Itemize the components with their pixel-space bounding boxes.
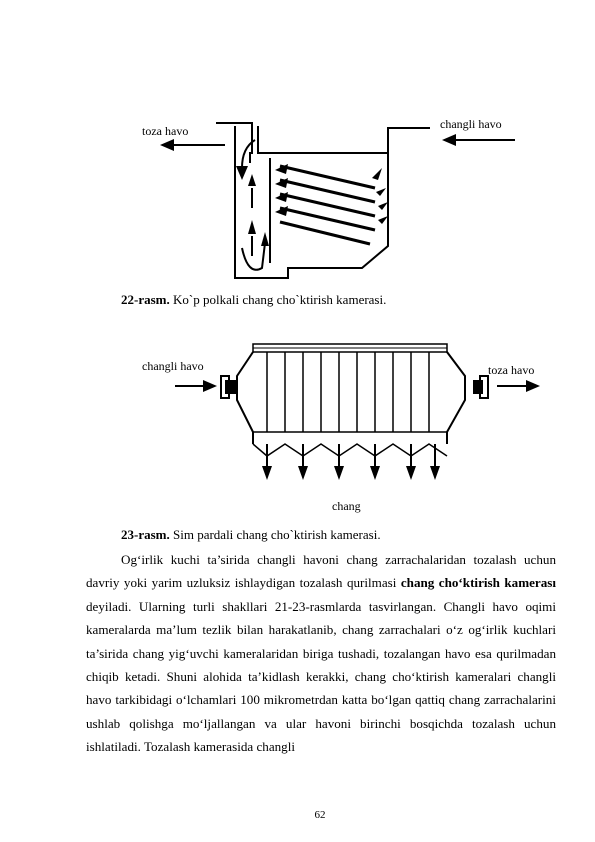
paragraph-text-1: Og‘irlik kuchi ta’sirida changli havoni …: [86, 552, 556, 591]
figure-23-number: 23-rasm.: [121, 527, 170, 542]
label-clean-air-out: toza havo: [142, 124, 188, 138]
paragraph-text-2: deyiladi. Ularning turli shakllari 21-23…: [86, 598, 556, 755]
figure-22-number: 22-rasm.: [121, 292, 170, 307]
body-paragraph: Og‘irlik kuchi ta’sirida changli havoni …: [86, 548, 556, 759]
figure-23-caption: 23-rasm. Sim pardali chang cho`ktirish k…: [121, 527, 381, 543]
label-dust: chang: [332, 499, 361, 513]
figure-23-diagram: changli havo toza havo chang: [142, 343, 540, 513]
label-dusty-air-in-23: changli havo: [142, 359, 204, 373]
label-clean-air-out-23: toza havo: [488, 363, 534, 377]
page-number: 62: [314, 809, 326, 821]
figure-22-title: Ko`p polkali chang cho`ktirish kamerasi.: [169, 292, 387, 307]
figure-22-caption: 22-rasm. Ko`p polkali chang cho`ktirish …: [121, 292, 386, 308]
label-dusty-air-in: changli havo: [440, 117, 502, 131]
paragraph-term: chang cho‘ktirish kamerası: [400, 575, 556, 591]
figure-22-diagram: toza havo changli havo: [142, 117, 515, 279]
figure-23-title: Sim pardali chang cho`ktirish kamerasi.: [169, 527, 381, 542]
